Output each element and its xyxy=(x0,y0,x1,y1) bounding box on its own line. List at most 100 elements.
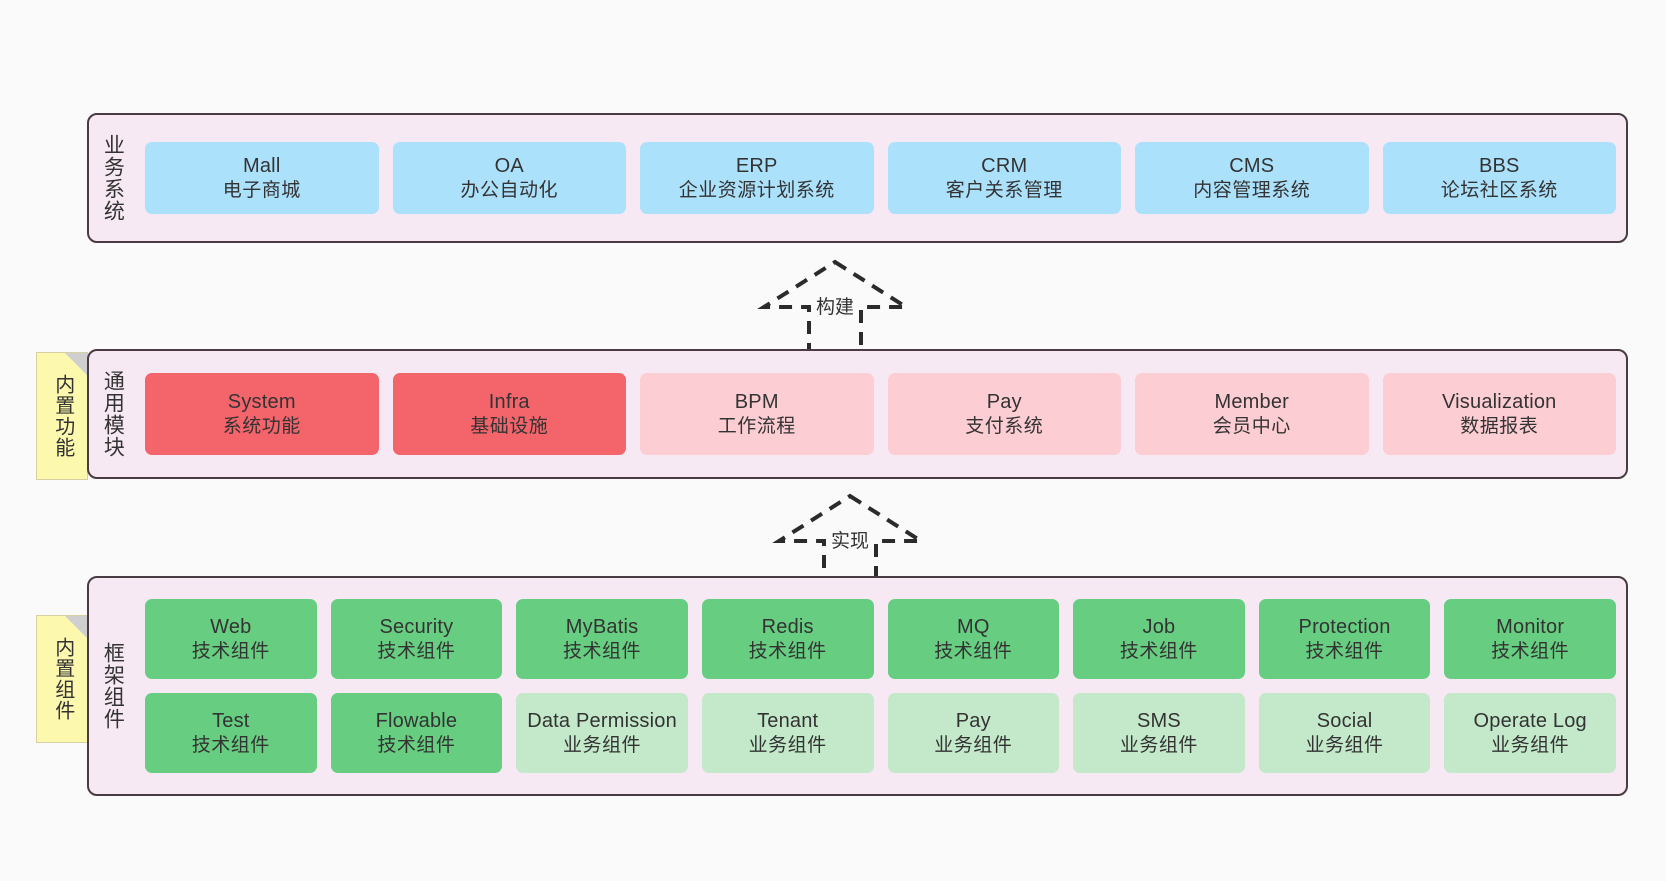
node-social[interactable]: Social 业务组件 xyxy=(1258,693,1431,773)
node-subtitle: 支付系统 xyxy=(965,415,1044,437)
node-title: Data Permission xyxy=(527,710,677,733)
node-subtitle: 技术组件 xyxy=(1491,640,1570,662)
node-tenant[interactable]: Tenant 业务组件 xyxy=(701,693,874,773)
node-title: Redis xyxy=(761,616,814,639)
node-title: CMS xyxy=(1229,155,1275,178)
framework-node-grid: Web 技术组件 Security 技术组件 MyBatis 技术组件 Redi… xyxy=(135,578,1626,794)
node-title: Pay xyxy=(955,710,991,733)
node-monitor[interactable]: Monitor 技术组件 xyxy=(1444,599,1616,679)
layer-framework-components: 框架组件 Web 技术组件 Security 技术组件 MyBatis 技术组件… xyxy=(87,576,1628,796)
node-subtitle: 电子商城 xyxy=(222,179,301,201)
node-subtitle: 技术组件 xyxy=(934,640,1013,662)
arrow-label-build: 构建 xyxy=(815,297,855,318)
node-subtitle: 办公自动化 xyxy=(460,179,558,201)
framework-row-business: Test 技术组件 Flowable 技术组件 Data Permission … xyxy=(145,693,1616,773)
node-title: Infra xyxy=(488,391,530,414)
folded-corner-icon xyxy=(65,353,87,375)
node-pay-module[interactable]: Pay 支付系统 xyxy=(887,373,1121,455)
node-subtitle: 工作流程 xyxy=(717,415,796,437)
node-title: Visualization xyxy=(1441,391,1557,414)
node-subtitle: 技术组件 xyxy=(377,640,456,662)
node-mq[interactable]: MQ 技术组件 xyxy=(887,599,1060,679)
node-title: Mall xyxy=(243,155,281,178)
node-title: BBS xyxy=(1478,155,1520,178)
business-node-grid: Mall 电子商城 OA 办公自动化 ERP 企业资源计划系统 CRM 客户关系… xyxy=(135,115,1626,241)
generalization-arrow-build: 构建 xyxy=(757,258,913,353)
business-row: Mall 电子商城 OA 办公自动化 ERP 企业资源计划系统 CRM 客户关系… xyxy=(145,142,1616,214)
layer-common-modules: 通用模块 System 系统功能 Infra 基础设施 BPM 工作流程 Pay… xyxy=(87,349,1628,479)
node-subtitle: 企业资源计划系统 xyxy=(678,179,835,201)
node-subtitle: 基础设施 xyxy=(470,415,549,437)
node-system[interactable]: System 系统功能 xyxy=(145,373,379,455)
common-row: System 系统功能 Infra 基础设施 BPM 工作流程 Pay 支付系统… xyxy=(145,373,1616,455)
note-label: 内置功能 xyxy=(51,374,74,458)
node-subtitle: 会员中心 xyxy=(1212,415,1291,437)
node-subtitle: 技术组件 xyxy=(748,640,827,662)
node-title: MyBatis xyxy=(565,616,639,639)
node-subtitle: 技术组件 xyxy=(377,734,456,756)
node-subtitle: 系统功能 xyxy=(222,415,301,437)
node-mybatis[interactable]: MyBatis 技术组件 xyxy=(516,599,688,679)
node-sms[interactable]: SMS 业务组件 xyxy=(1073,693,1245,773)
layer-title-common: 通用模块 xyxy=(101,370,125,458)
note-label: 内置组件 xyxy=(51,637,74,721)
node-title: MQ xyxy=(957,616,990,639)
node-title: CRM xyxy=(981,155,1028,178)
node-redis[interactable]: Redis 技术组件 xyxy=(701,599,874,679)
node-subtitle: 业务组件 xyxy=(1305,734,1384,756)
node-title: Tenant xyxy=(757,710,819,733)
node-erp[interactable]: ERP 企业资源计划系统 xyxy=(640,142,874,214)
generalization-arrow-implement: 实现 xyxy=(772,492,928,587)
node-bpm[interactable]: BPM 工作流程 xyxy=(640,373,874,455)
node-subtitle: 业务组件 xyxy=(563,734,642,756)
node-title: OA xyxy=(494,155,524,178)
layer-business-systems: 业务系统 Mall 电子商城 OA 办公自动化 ERP 企业资源计划系统 CRM… xyxy=(87,113,1628,243)
layer-title-framework: 框架组件 xyxy=(101,642,125,730)
node-subtitle: 业务组件 xyxy=(934,734,1013,756)
node-title: Protection xyxy=(1298,616,1391,639)
node-flowable[interactable]: Flowable 技术组件 xyxy=(330,693,503,773)
node-crm[interactable]: CRM 客户关系管理 xyxy=(887,142,1121,214)
node-title: Operate Log xyxy=(1473,710,1587,733)
node-web[interactable]: Web 技术组件 xyxy=(145,599,317,679)
node-subtitle: 技术组件 xyxy=(1305,640,1384,662)
node-title: Test xyxy=(212,710,250,733)
node-subtitle: 客户关系管理 xyxy=(945,179,1063,201)
node-title: Job xyxy=(1142,616,1176,639)
node-mall[interactable]: Mall 电子商城 xyxy=(145,142,379,214)
node-title: Monitor xyxy=(1496,616,1565,639)
node-protection[interactable]: Protection 技术组件 xyxy=(1258,599,1431,679)
node-subtitle: 论坛社区系统 xyxy=(1440,179,1558,201)
node-title: Flowable xyxy=(375,710,458,733)
node-title: SMS xyxy=(1136,710,1181,733)
arrow-label-implement: 实现 xyxy=(830,531,870,552)
node-job[interactable]: Job 技术组件 xyxy=(1073,599,1245,679)
node-pay-component[interactable]: Pay 业务组件 xyxy=(887,693,1060,773)
node-subtitle: 内容管理系统 xyxy=(1193,179,1311,201)
node-title: Member xyxy=(1214,391,1290,414)
node-data-permission[interactable]: Data Permission 业务组件 xyxy=(516,693,688,773)
node-subtitle: 技术组件 xyxy=(191,640,270,662)
node-subtitle: 业务组件 xyxy=(1119,734,1198,756)
node-test[interactable]: Test 技术组件 xyxy=(145,693,317,773)
node-subtitle: 技术组件 xyxy=(191,734,270,756)
node-operate-log[interactable]: Operate Log 业务组件 xyxy=(1444,693,1616,773)
node-bbs[interactable]: BBS 论坛社区系统 xyxy=(1382,142,1616,214)
node-title: BPM xyxy=(734,391,779,414)
node-cms[interactable]: CMS 内容管理系统 xyxy=(1135,142,1369,214)
node-subtitle: 技术组件 xyxy=(563,640,642,662)
note-builtin-component: 内置组件 xyxy=(36,615,88,743)
node-visualization[interactable]: Visualization 数据报表 xyxy=(1382,373,1616,455)
node-title: Social xyxy=(1316,710,1373,733)
node-member[interactable]: Member 会员中心 xyxy=(1135,373,1369,455)
node-oa[interactable]: OA 办公自动化 xyxy=(392,142,626,214)
node-security[interactable]: Security 技术组件 xyxy=(330,599,503,679)
node-infra[interactable]: Infra 基础设施 xyxy=(392,373,626,455)
layer-title-business: 业务系统 xyxy=(101,134,125,222)
node-subtitle: 数据报表 xyxy=(1460,415,1539,437)
node-title: Web xyxy=(210,616,252,639)
common-node-grid: System 系统功能 Infra 基础设施 BPM 工作流程 Pay 支付系统… xyxy=(135,351,1626,477)
node-title: Security xyxy=(379,616,454,639)
node-title: Pay xyxy=(986,391,1022,414)
node-subtitle: 业务组件 xyxy=(1491,734,1570,756)
